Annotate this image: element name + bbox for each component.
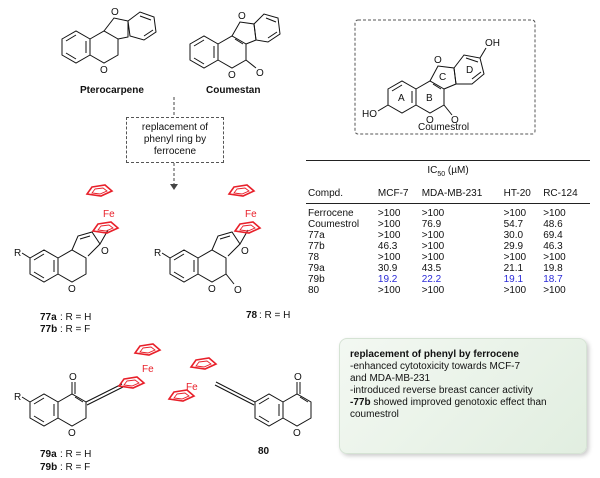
replacement-line-2: phenyl ring by xyxy=(143,134,207,145)
compound-79b-label-rest: : R = F xyxy=(60,462,90,473)
fe-79: Fe xyxy=(142,364,154,375)
compound-79b-label-bold: 79b xyxy=(40,462,57,473)
summary-line-3: -introduced reverse breast cancer activi… xyxy=(350,385,533,396)
ic50-table: IC50 (µM) Compd. MCF-7 MDA-MB-231 HT-20 … xyxy=(306,160,590,296)
coumestrol-o2: O xyxy=(426,115,434,126)
compound-78-o3: O xyxy=(234,285,242,296)
compound-80-o1: O xyxy=(294,372,302,383)
pterocarpene-o2: O xyxy=(100,65,108,76)
ring-d-label: D xyxy=(466,65,473,76)
col-header-mda: MDA-MB-231 xyxy=(419,184,502,204)
replacement-note-box: replacement of phenyl ring by ferrocene xyxy=(126,117,224,163)
compound-79-o2: O xyxy=(68,428,76,439)
coumestan-o1: O xyxy=(238,11,246,22)
summary-line-1: -enhanced cytotoxicity towards MCF-7 xyxy=(350,361,521,372)
fe-80: Fe xyxy=(186,382,198,393)
replacement-line-3: ferrocene xyxy=(153,146,197,157)
pterocarpene-structure xyxy=(61,11,157,64)
coumestrol-box xyxy=(354,19,536,135)
compound-80-o2: O xyxy=(293,428,301,439)
table-row: 80>100>100>100>100 xyxy=(308,285,566,296)
table-row: 78>100>100>100>100 xyxy=(308,252,566,263)
compound-79-r: R xyxy=(14,392,21,403)
compound-77a-label-rest: : R = H xyxy=(60,312,91,323)
ring-b-label: B xyxy=(426,93,433,104)
ferrocene-79-bottom-ring xyxy=(118,376,145,389)
fe-78: Fe xyxy=(245,209,257,220)
compound-77a-label-bold: 77a xyxy=(40,312,57,323)
col-header-rc124: RC-124 xyxy=(541,184,590,204)
summary-line-4: -77b showed improved genotoxic effect th… xyxy=(350,397,547,408)
ring-a-label: A xyxy=(398,93,405,104)
ferrocene-78-bottom-ring xyxy=(234,221,261,234)
compound-78-label-rest: : R = H xyxy=(259,310,290,321)
summary-line-5: coumestrol xyxy=(350,409,399,420)
table-title: IC50 (µM) xyxy=(306,160,590,184)
ferrocene-77-top-ring xyxy=(86,184,113,197)
ferrocene-79-top-ring xyxy=(134,343,161,356)
col-header-ht20: HT-20 xyxy=(501,184,542,204)
compound-77-o2: O xyxy=(68,284,76,295)
replacement-line-1: replacement of xyxy=(141,122,209,133)
compound-77-o1: O xyxy=(101,246,109,257)
col-header-compd: Compd. xyxy=(306,184,376,204)
coumestan-structure xyxy=(189,13,281,69)
coumestrol-ho: HO xyxy=(362,109,377,120)
compound-78-label-bold: 78 xyxy=(246,310,258,321)
compound-77-structure xyxy=(21,229,109,283)
compound-77b-label-rest: : R = F xyxy=(60,324,90,335)
coumestan-label: Coumestan xyxy=(206,85,260,96)
col-header-mcf7: MCF-7 xyxy=(375,184,420,204)
pterocarpene-o1: O xyxy=(111,7,119,18)
coumestan-o2: O xyxy=(228,70,236,81)
fe-77: Fe xyxy=(103,209,115,220)
summary-title: replacement of phenyl by ferrocene xyxy=(350,349,519,360)
compound-78-o1: O xyxy=(241,246,249,257)
coumestrol-label: Coumestrol xyxy=(418,122,469,133)
compound-78-structure xyxy=(161,229,249,285)
compound-77b-label-bold: 77b xyxy=(40,324,57,335)
table-row: Ferrocene>100>100>100>100 xyxy=(308,208,566,219)
ring-c-label: C xyxy=(439,72,446,83)
compound-77-r: R xyxy=(14,248,21,259)
pterocarpene-label: Pterocarpene xyxy=(80,85,144,96)
coumestrol-oh: OH xyxy=(485,38,500,49)
ferrocene-80-top-ring xyxy=(190,357,217,370)
compound-79a-label-bold: 79a xyxy=(40,449,57,460)
compound-79-structure xyxy=(21,382,124,427)
coumestrol-o3: O xyxy=(451,115,459,126)
compound-80-label: 80 xyxy=(258,446,270,457)
ferrocene-77-bottom-ring xyxy=(92,221,119,234)
summary-box: replacement of phenyl by ferrocene -enha… xyxy=(339,338,587,454)
summary-line-2: and MDA-MB-231 xyxy=(350,373,431,384)
ferrocene-78-top-ring xyxy=(228,184,255,197)
coumestrol-o1: O xyxy=(434,55,442,66)
compound-80-structure xyxy=(214,381,312,427)
coumestan-o3: O xyxy=(256,68,264,79)
compound-78-o2: O xyxy=(208,284,216,295)
compound-79a-label-rest: : R = H xyxy=(60,449,91,460)
coumestrol-structure xyxy=(377,47,487,116)
compound-78-r: R xyxy=(154,248,161,259)
compound-79-o1: O xyxy=(69,372,77,383)
